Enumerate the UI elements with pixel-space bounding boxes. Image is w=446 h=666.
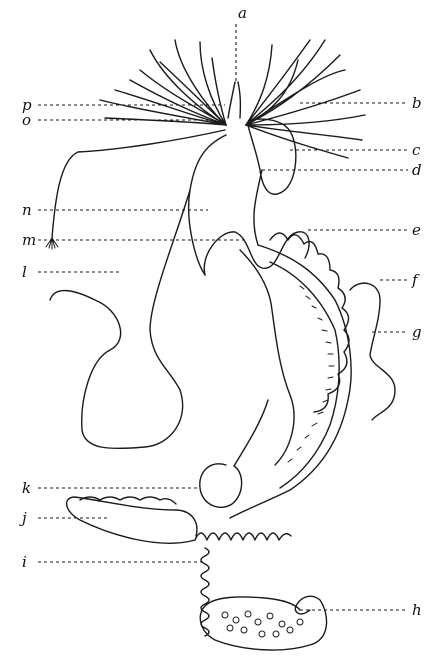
coil-i [201, 548, 209, 636]
loop-l [50, 190, 190, 448]
duct-d [254, 170, 262, 245]
label-i: i [22, 553, 27, 571]
label-j: j [19, 509, 27, 527]
label-n: n [22, 201, 32, 219]
duct-k [234, 400, 268, 466]
gland-main [230, 245, 351, 518]
gland-inner [270, 262, 339, 488]
gut-crenulated [195, 533, 291, 540]
label-l: l [22, 263, 27, 281]
label-f: f [411, 271, 420, 289]
caecum-j [67, 497, 197, 543]
label-k: k [22, 479, 31, 497]
label-a: a [238, 4, 247, 22]
label-c: c [412, 141, 421, 159]
gland-serrations [288, 286, 334, 462]
pouch-c [248, 119, 296, 194]
label-b: b [412, 94, 422, 112]
label-e: e [412, 221, 421, 239]
label-d: d [412, 161, 422, 179]
label-g: g [412, 323, 422, 341]
loop-f [350, 283, 395, 420]
right-filament-tuft [246, 40, 365, 158]
labels: a b c d e f g h i j k l m n o p [19, 4, 422, 619]
loop-m [240, 250, 294, 465]
label-h: h [412, 601, 422, 619]
label-m: m [22, 231, 36, 249]
central-duct [228, 82, 240, 118]
stomach-h-texture [222, 611, 303, 637]
left-filament-tuft [100, 40, 226, 125]
label-p: p [22, 96, 32, 114]
stomach-h [200, 596, 326, 650]
gland-outer-crenulated [270, 233, 349, 412]
sac-k [200, 464, 242, 507]
duct-o [52, 130, 225, 238]
organ-drawing [46, 40, 395, 650]
